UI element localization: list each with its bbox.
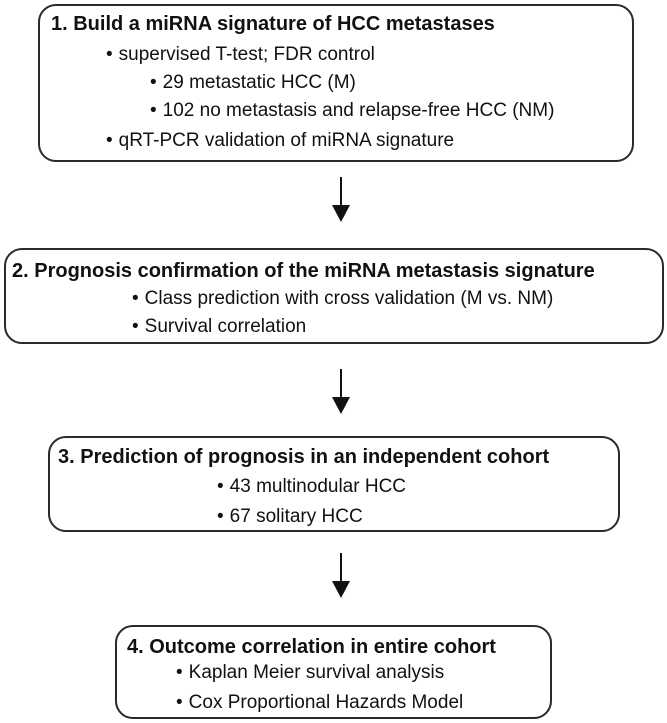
step-2-title: 2. Prognosis confirmation of the miRNA m… [12,260,595,282]
step-4-item-cox-model: Cox Proportional Hazards Model [176,692,464,714]
step-1-title: 1. Build a miRNA signature of HCC metast… [51,13,495,35]
down-arrow-icon [332,553,350,598]
step-3-item-solitary: 67 solitary HCC [217,506,363,528]
step-2-item-class-prediction: Class prediction with cross validation (… [132,288,554,310]
down-arrow-icon [332,369,350,414]
step-2-item-survival: Survival correlation [132,316,307,338]
step-4-title: 4. Outcome correlation in entire cohort [127,636,496,658]
down-arrow-icon [332,177,350,222]
step-3-title: 3. Prediction of prognosis in an indepen… [58,446,550,468]
step-1-item-no-metastasis: 102 no metastasis and relapse-free HCC (… [150,100,555,122]
step-1-item-supervised-ttest: supervised T-test; FDR control [106,44,375,66]
step-3-item-multinodular: 43 multinodular HCC [217,476,406,498]
step-1-item-metastatic: 29 metastatic HCC (M) [150,72,356,94]
step-4-item-kaplan-meier: Kaplan Meier survival analysis [176,662,445,684]
step-1-item-qrtpcr: qRT-PCR validation of miRNA signature [106,130,454,152]
